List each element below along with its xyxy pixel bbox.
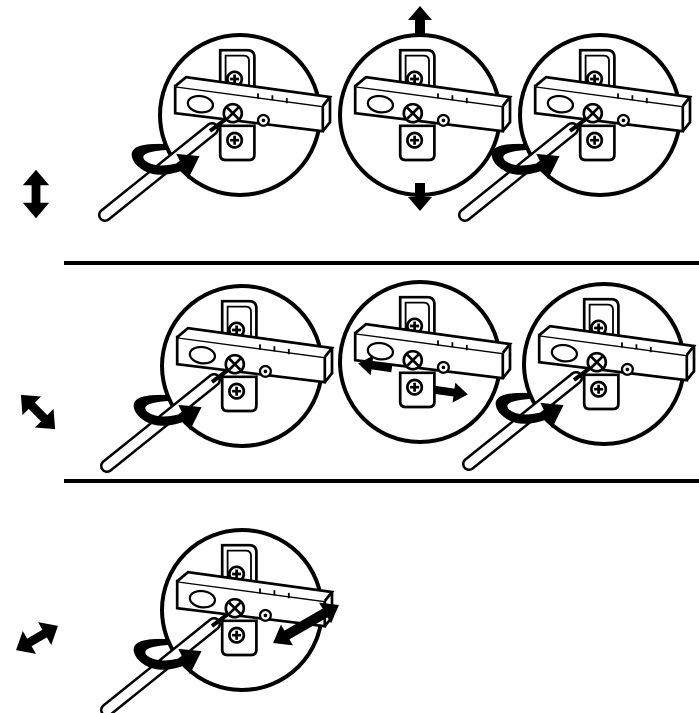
down-arrow-icon bbox=[408, 183, 432, 211]
step-move-hinge bbox=[338, 6, 512, 211]
step-tighten-screw bbox=[465, 33, 692, 215]
in-out-arrow-icon bbox=[273, 602, 339, 646]
step-depth-adjust bbox=[107, 528, 339, 710]
right-arrow-icon bbox=[433, 382, 468, 403]
step-tighten-screw bbox=[469, 282, 696, 464]
diagonal-double-arrow-icon bbox=[11, 385, 65, 439]
vertical-double-arrow-icon bbox=[22, 169, 50, 219]
step-loosen-screw bbox=[105, 33, 332, 215]
up-arrow-icon bbox=[408, 6, 432, 34]
step-loosen-screw bbox=[107, 284, 334, 466]
step-move-hinge bbox=[338, 280, 512, 444]
left-arrow-icon bbox=[358, 355, 393, 376]
diagonal-double-arrow-icon bbox=[9, 614, 65, 662]
